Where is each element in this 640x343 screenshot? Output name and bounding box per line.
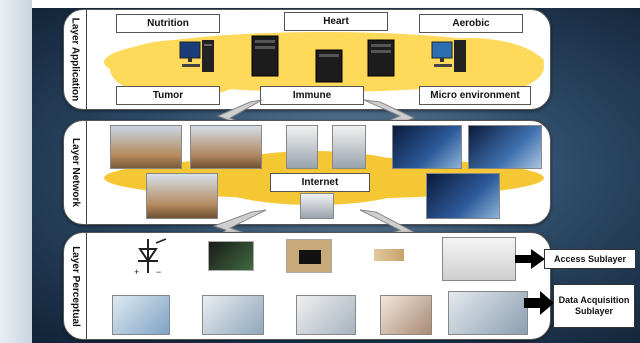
lab-worker-image [112, 295, 170, 335]
perceptual-layer-label: Layer Perceptual [64, 233, 86, 339]
network-layer-label: Layer Network [64, 121, 86, 224]
immune-box: Immune [260, 86, 364, 105]
network-layer-divider [86, 121, 87, 224]
micro-environment-box: Micro environment [419, 86, 531, 105]
satellite-image [468, 125, 542, 169]
server-tower-icon [367, 39, 395, 77]
sensor-device-image [332, 125, 366, 169]
radiotherapy-image [448, 291, 528, 335]
power-plant-image [190, 125, 262, 169]
micro-environment-label: Micro environment [430, 90, 520, 101]
sensor-device-image [300, 193, 334, 219]
heart-label: Heart [323, 16, 349, 27]
acquisition-arrow-icon [524, 291, 554, 315]
aerobic-label: Aerobic [452, 18, 490, 29]
heart-box: Heart [284, 12, 388, 31]
access-arrow-icon [515, 249, 545, 269]
server-tower-icon [315, 49, 343, 83]
server-tower-icon [251, 35, 279, 77]
data-acquisition-sublayer-label: Data Acquisition Sublayer [558, 295, 630, 316]
ic-chip-image [286, 239, 332, 273]
application-layer-divider [86, 10, 87, 109]
satellite-image [392, 125, 462, 169]
ic-chip-body [299, 250, 321, 264]
aerobic-box: Aerobic [419, 14, 523, 33]
perceptual-layer-title: Layer Perceptual [69, 245, 81, 327]
network-layer-title: Layer Network [69, 138, 81, 207]
top-strip [0, 0, 640, 8]
perceptual-layer-divider [86, 233, 87, 339]
perceptual-layer: Layer Perceptual + − [63, 232, 551, 340]
tumor-label: Tumor [152, 90, 184, 101]
svg-text:+: + [134, 267, 139, 277]
tumor-box: Tumor [116, 86, 220, 105]
resistor-image [374, 249, 404, 261]
data-acquisition-sublayer-box: Data Acquisition Sublayer [553, 284, 635, 328]
sensor-device-image [286, 125, 318, 169]
nutrition-box: Nutrition [116, 14, 220, 33]
power-plant-image [146, 173, 218, 219]
internet-label: Internet [301, 177, 339, 188]
application-layer-label: Layer Application [64, 10, 86, 109]
network-layer: Layer Network Internet [63, 120, 551, 225]
access-sublayer-box: Access Sublayer [544, 249, 636, 269]
immune-label: Immune [292, 90, 332, 101]
svg-text:−: − [156, 267, 161, 277]
desktop-computer-icon [431, 40, 466, 72]
mri-machine-image [296, 295, 356, 335]
application-layer-title: Layer Application [69, 17, 81, 102]
doctor-image [380, 295, 432, 335]
microchip-image [208, 241, 254, 271]
diode-icon: + − [134, 238, 167, 277]
transistor-image [442, 237, 516, 281]
medical-scanner-image [202, 295, 264, 335]
internet-box: Internet [270, 173, 370, 192]
power-plant-image [110, 125, 182, 169]
left-strip [0, 0, 32, 343]
application-layer: Layer Application Nutrition Heart Aerobi… [63, 9, 551, 110]
satellite-image [426, 173, 500, 219]
access-sublayer-label: Access Sublayer [553, 253, 627, 264]
desktop-computer-icon [179, 40, 214, 72]
nutrition-label: Nutrition [147, 18, 189, 29]
